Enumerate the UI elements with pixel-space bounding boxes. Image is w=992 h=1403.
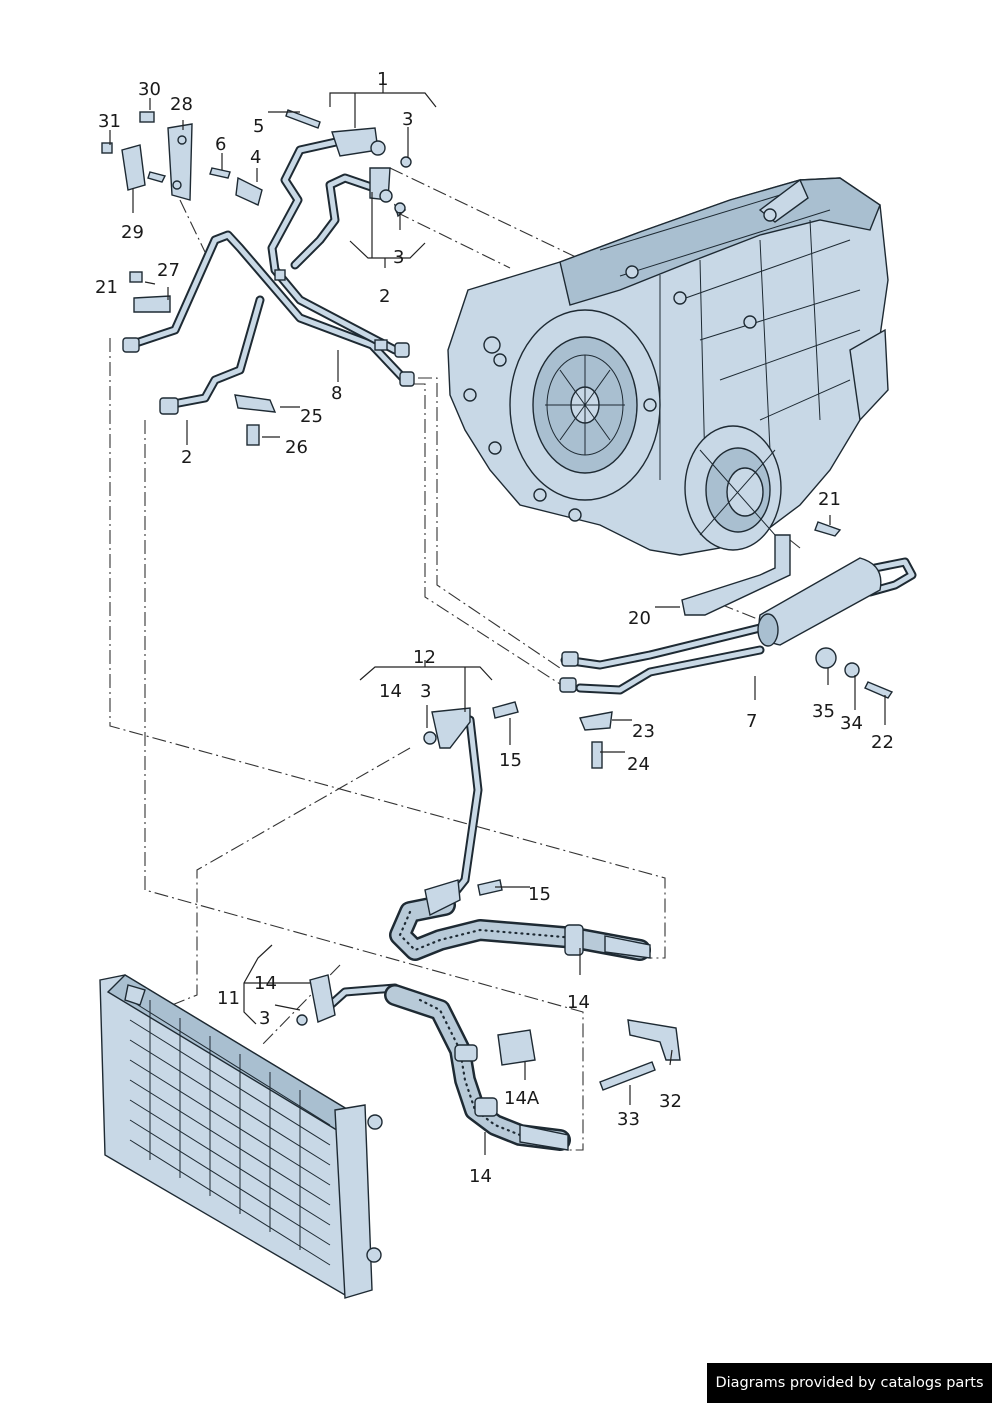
label-5: 5 <box>253 116 264 137</box>
label-2-top: 2 <box>379 286 390 307</box>
label-3-top: 3 <box>402 109 413 130</box>
leader-lines <box>109 78 886 1155</box>
label-31: 31 <box>98 111 121 132</box>
label-20: 20 <box>628 608 651 629</box>
label-8: 8 <box>331 383 342 404</box>
label-33: 33 <box>617 1109 640 1130</box>
label-14-d: 14 <box>469 1166 492 1187</box>
label-1: 1 <box>377 69 388 90</box>
label-14A: 14A <box>504 1088 540 1109</box>
label-3-lower: 3 <box>420 681 431 702</box>
guide-lines <box>109 167 801 1151</box>
label-14-c: 14 <box>567 992 590 1013</box>
label-25: 25 <box>300 406 323 427</box>
label-22: 22 <box>871 732 894 753</box>
label-28: 28 <box>170 94 193 115</box>
label-15-b: 15 <box>528 884 551 905</box>
lower-cooler-hoses <box>296 701 681 1151</box>
label-6: 6 <box>215 134 226 155</box>
label-26: 26 <box>285 437 308 458</box>
label-27: 27 <box>157 260 180 281</box>
label-29: 29 <box>121 222 144 243</box>
label-14-a: 14 <box>379 681 402 702</box>
label-4: 4 <box>250 147 261 168</box>
radiator <box>99 974 383 1299</box>
top-left-hardware <box>101 109 412 446</box>
label-11: 11 <box>217 988 240 1009</box>
label-7: 7 <box>746 711 757 732</box>
transmission-housing <box>447 177 889 556</box>
label-14-b: 14 <box>254 973 277 994</box>
label-34: 34 <box>840 713 863 734</box>
label-3-bottom: 3 <box>259 1008 270 1029</box>
label-24: 24 <box>627 754 650 775</box>
label-3-mid: 3 <box>393 247 404 268</box>
label-23: 23 <box>632 721 655 742</box>
label-35: 35 <box>812 701 835 722</box>
label-21-left: 21 <box>95 277 118 298</box>
label-12: 12 <box>413 647 436 668</box>
auxiliary-oil-cooler <box>559 521 917 769</box>
label-15-a: 15 <box>499 750 522 771</box>
label-32: 32 <box>659 1091 682 1112</box>
label-21-right: 21 <box>818 489 841 510</box>
label-2-left: 2 <box>181 447 192 468</box>
footer-credit: Diagrams provided by catalogs parts <box>707 1363 992 1403</box>
part-labels: 1 28 30 31 5 3 6 4 29 3 27 21 2 8 25 26 … <box>95 69 894 1187</box>
label-30: 30 <box>138 79 161 100</box>
upper-oil-pipes <box>122 127 415 415</box>
